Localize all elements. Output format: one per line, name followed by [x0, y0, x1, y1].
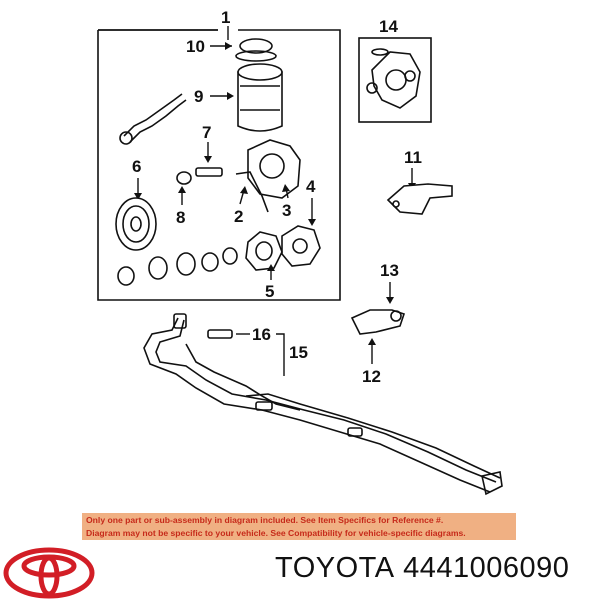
brand-part-label: TOYOTA 4441006090 — [275, 552, 569, 585]
hose-clip — [207, 329, 233, 339]
callout-7: 7 — [202, 123, 211, 142]
disclaimer-banner: Only one part or sub-assembly in diagram… — [82, 513, 516, 540]
pump-cover — [281, 225, 321, 267]
callout-9: 9 — [194, 87, 203, 106]
callout-2: 2 — [234, 207, 243, 226]
item-14-part — [366, 48, 421, 109]
callout-8: 8 — [176, 208, 185, 227]
disclaimer-line-2: Diagram may not be specific to your vehi… — [86, 527, 466, 538]
bracket-15 — [276, 333, 285, 376]
pump-body — [235, 139, 301, 213]
reservoir — [237, 63, 283, 132]
callout-3: 3 — [282, 201, 291, 220]
pressure-hose-assembly — [143, 313, 503, 496]
callout-6: 6 — [132, 157, 141, 176]
spacer — [176, 171, 192, 185]
hose-bracket — [350, 309, 406, 335]
brand-name: TOYOTA — [275, 552, 395, 584]
part-number: 4441006090 — [403, 552, 570, 584]
item-14-frame — [358, 37, 432, 123]
callout-4: 4 — [306, 177, 316, 196]
gasket — [245, 231, 283, 271]
callout-5: 5 — [265, 282, 274, 301]
callout-13: 13 — [380, 261, 399, 280]
callout-11: 11 — [404, 148, 422, 167]
pump-bracket — [386, 183, 453, 215]
callout-1: 1 — [221, 8, 230, 27]
pulley — [115, 197, 157, 251]
callout-12: 12 — [362, 367, 381, 386]
disclaimer-line-1: Only one part or sub-assembly in diagram… — [86, 515, 444, 525]
toyota-logo-icon — [3, 547, 95, 599]
reservoir-cap — [235, 38, 277, 62]
internal-parts — [117, 247, 238, 286]
callout-16: 16 — [252, 325, 271, 344]
bolt — [195, 167, 223, 177]
callout-15: 15 — [289, 343, 308, 362]
callout-14: 14 — [379, 17, 398, 36]
hose-fitting — [119, 93, 187, 145]
assembly-frame-box — [97, 29, 341, 301]
callout-10: 10 — [186, 37, 205, 56]
power-steering-diagram: 1 14 10 9 7 8 6 — [97, 8, 503, 496]
